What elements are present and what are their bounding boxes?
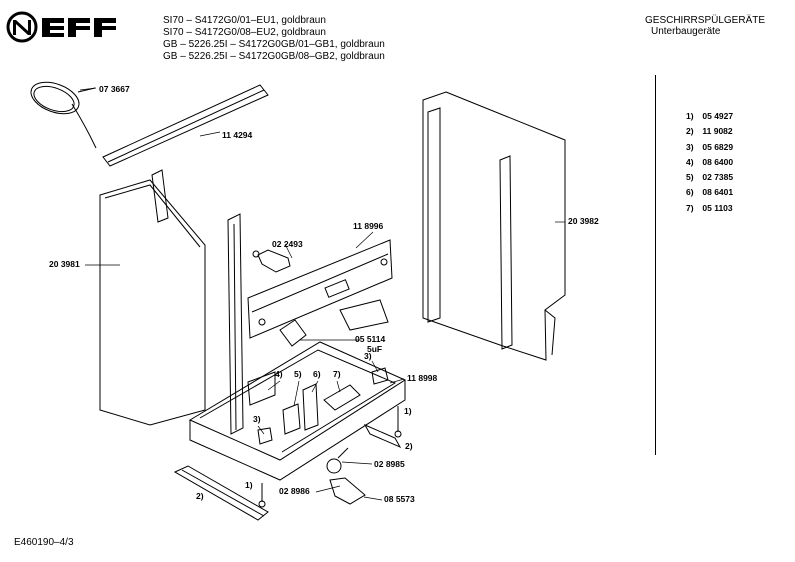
part-label-right-wall: 20 3982 <box>568 216 599 226</box>
legend-value: 05 1103 <box>702 202 733 213</box>
part-ref-3-lower: 3) <box>253 414 261 424</box>
part-ref-6: 6) <box>313 369 321 379</box>
part-label-float: 02 8985 <box>374 459 405 469</box>
category-title: GESCHIRRSPÜLGERÄTE <box>645 15 766 26</box>
parts-legend: 1) 05 4927 2) 11 9082 3) 05 6829 4) 08 6… <box>686 109 733 216</box>
leader-lines <box>79 87 565 501</box>
legend-row: 2) 11 9082 <box>686 124 733 139</box>
legend-row: 3) 05 6829 <box>686 140 733 155</box>
part-ref-2-left: 2) <box>196 491 204 501</box>
part-ref-1-right: 1) <box>404 406 412 416</box>
part-ref-2-right: 2) <box>405 441 413 451</box>
front-column <box>227 213 244 435</box>
document-number: E460190–4/3 <box>14 537 74 548</box>
clamp-part <box>252 249 291 273</box>
neff-logo <box>6 11 116 43</box>
legend-value: 08 6401 <box>702 187 734 198</box>
part-label-capacitor: 05 5114 <box>355 334 386 344</box>
float-assembly <box>326 447 366 505</box>
part-label-top-panel: 11 4294 <box>222 130 253 140</box>
legend-key: 5) <box>686 172 694 183</box>
legend-key: 1) <box>686 111 694 121</box>
rail-right <box>363 423 402 449</box>
top-panel <box>102 84 269 167</box>
model-line-4: GB – 5226.25I – S4172G0GB/08–GB2, goldbr… <box>163 51 385 62</box>
brackets <box>247 367 389 445</box>
legend-value: 05 6829 <box>702 141 734 152</box>
legend-row: 4) 08 6400 <box>686 155 733 170</box>
legend-value: 11 9082 <box>702 126 733 137</box>
part-ref-1-left: 1) <box>245 480 253 490</box>
legend-value: 02 7385 <box>702 172 734 183</box>
model-line-1: SI70 – S4172G0/01–EU1, goldbraun <box>163 15 326 26</box>
legend-key: 6) <box>686 187 694 198</box>
legend-row: 6) 08 6401 <box>686 185 733 200</box>
part-ref-5: 5) <box>294 369 302 379</box>
part-label-float-switch: 08 5573 <box>384 494 415 504</box>
subcategory-title: Unterbaugeräte <box>651 26 721 37</box>
control-panel <box>247 239 393 339</box>
base-tub <box>188 341 407 481</box>
legend-key: 3) <box>686 141 694 152</box>
legend-key: 2) <box>686 126 694 137</box>
part-ref-3-upper: 3) <box>364 351 372 361</box>
legend-row: 1) 05 4927 <box>686 109 733 124</box>
part-label-control-panel: 11 8996 <box>353 221 384 231</box>
part-label-left-wall: 20 3981 <box>49 259 80 269</box>
capacitor <box>279 319 307 347</box>
right-side-wall <box>422 91 566 361</box>
legend-value: 05 4927 <box>702 111 734 121</box>
part-label-clamp: 02 2493 <box>272 239 303 249</box>
part-label-base-tub: 11 8998 <box>407 373 438 383</box>
model-line-3: GB – 5226.25I – S4172G0GB/01–GB1, goldbr… <box>163 39 385 50</box>
legend-key: 4) <box>686 156 694 167</box>
part-label-capacitor-value: 5uF <box>367 344 383 354</box>
legend-divider <box>655 75 656 455</box>
part-label-float-lower: 02 8986 <box>279 486 310 496</box>
part-ref-4: 4) <box>275 369 283 379</box>
legend-row: 5) 02 7385 <box>686 170 733 185</box>
left-side-wall <box>99 169 206 426</box>
legend-row: 7) 05 1103 <box>686 201 733 216</box>
legend-key: 7) <box>686 202 694 213</box>
part-ref-7: 7) <box>333 369 341 379</box>
legend-value: 08 6400 <box>702 156 734 167</box>
screws <box>258 406 402 508</box>
rail-left <box>173 465 269 521</box>
power-cable <box>30 81 97 149</box>
part-label-cable: 07 3667 <box>99 84 130 94</box>
model-line-2: SI70 – S4172G0/08–EU2, goldbraun <box>163 27 326 38</box>
